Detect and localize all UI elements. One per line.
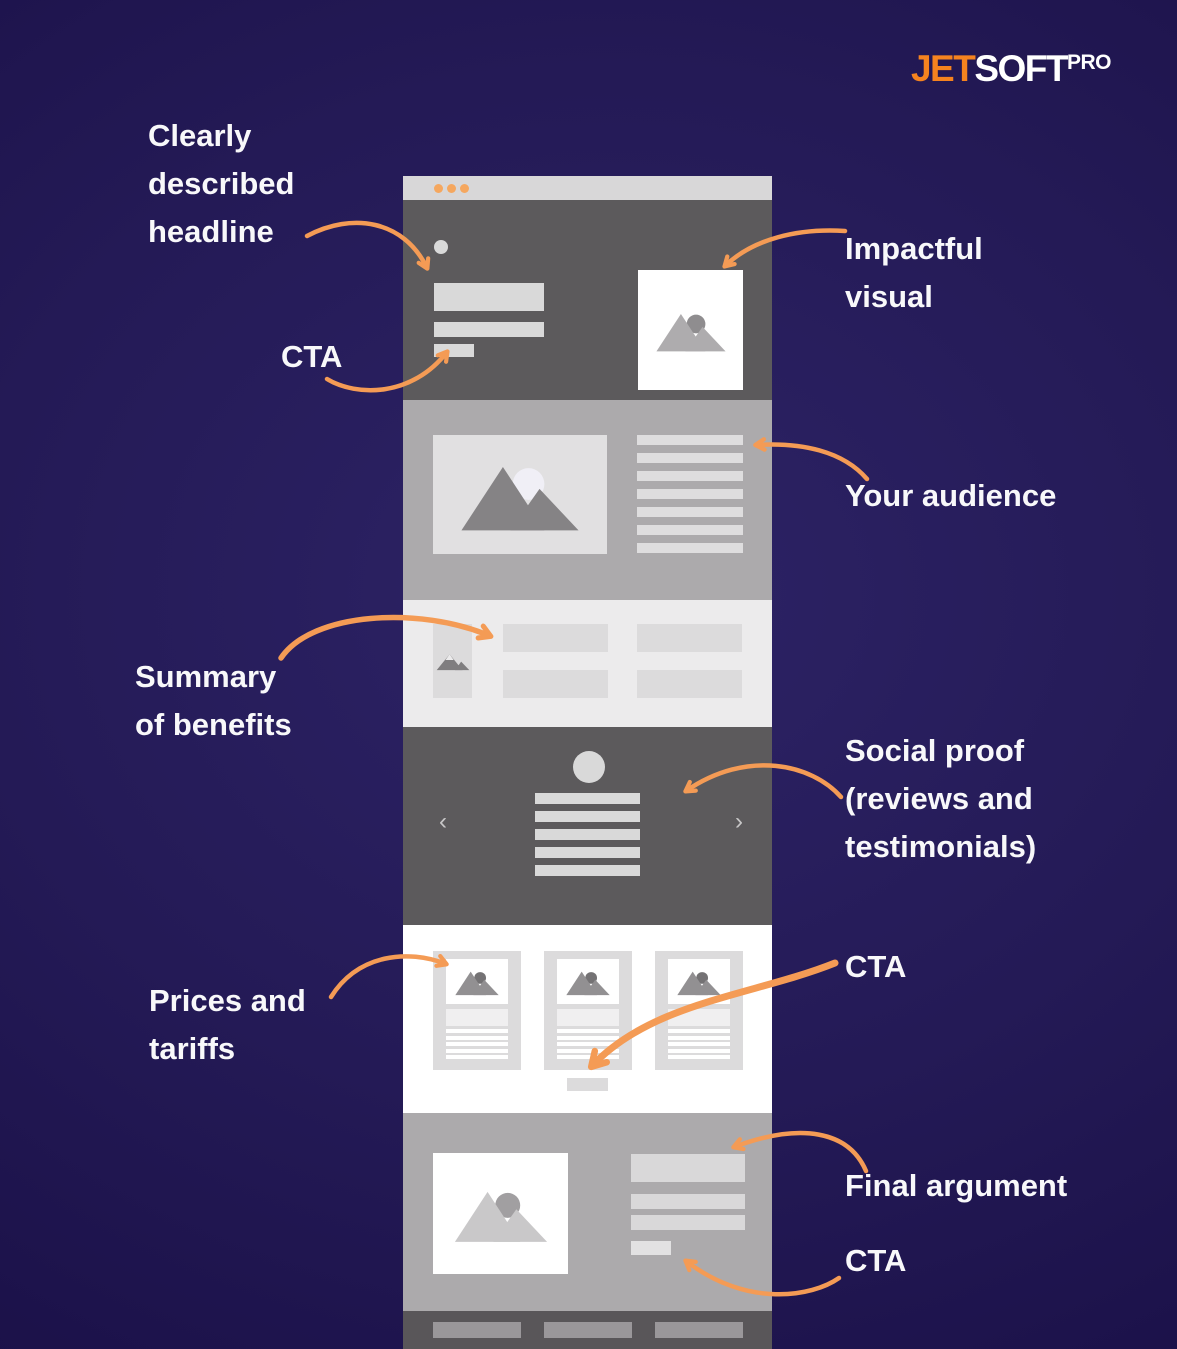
price-block bbox=[446, 1009, 508, 1026]
benefit-text-block bbox=[503, 670, 608, 698]
wireframe-social-proof-section: ‹ › bbox=[403, 727, 772, 925]
wireframe-final-argument-section bbox=[403, 1113, 772, 1311]
feature-line bbox=[557, 1042, 619, 1046]
audience-text-bar bbox=[637, 435, 743, 445]
pricing-card bbox=[544, 951, 632, 1070]
carousel-prev-icon: ‹ bbox=[439, 808, 447, 835]
wireframe-benefits-section bbox=[403, 600, 772, 727]
wireframe-hero-section bbox=[403, 200, 772, 400]
annotation-prices-and-tariffs: Prices and tariffs bbox=[149, 983, 306, 1066]
headline-bar bbox=[434, 283, 544, 311]
final-image-placeholder bbox=[433, 1153, 568, 1274]
benefit-image-placeholder bbox=[433, 624, 472, 698]
mountain-icon bbox=[655, 313, 726, 351]
landing-page-wireframe: ‹ › bbox=[403, 176, 772, 1349]
mountain-icon bbox=[436, 653, 469, 670]
pricing-image-placeholder bbox=[446, 959, 508, 1004]
wireframe-pricing-section bbox=[403, 925, 772, 1113]
price-block bbox=[668, 1009, 730, 1026]
annotation-summary-of-benefits: Summary of benefits bbox=[135, 659, 292, 742]
testimonial-text-bar bbox=[535, 811, 640, 822]
mountain-icon bbox=[566, 971, 610, 995]
feature-line bbox=[668, 1055, 730, 1059]
audience-text-bar bbox=[637, 453, 743, 463]
testimonial-text-bar bbox=[535, 829, 640, 840]
pricing-card bbox=[433, 951, 521, 1070]
feature-line bbox=[557, 1048, 619, 1053]
feature-line bbox=[446, 1055, 508, 1059]
final-cta-button-placeholder bbox=[631, 1241, 671, 1255]
final-text-bar bbox=[631, 1194, 745, 1209]
hero-cta-button-placeholder bbox=[434, 344, 474, 357]
feature-line bbox=[557, 1035, 619, 1040]
audience-image-placeholder bbox=[433, 435, 607, 554]
feature-line bbox=[668, 1029, 730, 1033]
feature-line bbox=[668, 1042, 730, 1046]
price-block bbox=[557, 1009, 619, 1026]
audience-text-bar bbox=[637, 507, 743, 517]
final-text-bar bbox=[631, 1215, 745, 1230]
annotation-final-argument: Final argument bbox=[845, 1168, 1068, 1203]
audience-text-bar bbox=[637, 543, 743, 553]
annotation-impactful-visual: Impactful visual bbox=[845, 231, 983, 314]
audience-text-bar bbox=[637, 471, 743, 481]
pricing-cta-button-placeholder bbox=[567, 1078, 608, 1091]
testimonial-text-bar bbox=[535, 793, 640, 804]
footer-link-bar bbox=[433, 1322, 521, 1338]
wireframe-audience-section bbox=[403, 400, 772, 600]
benefit-text-block bbox=[503, 624, 608, 652]
subheadline-bar bbox=[434, 322, 544, 337]
feature-line bbox=[557, 1055, 619, 1059]
browser-dot-icon bbox=[460, 183, 469, 193]
pricing-image-placeholder bbox=[557, 959, 619, 1004]
annotation-social-proof: Social proof (reviews and testimonials) bbox=[845, 733, 1037, 864]
browser-dot-icon bbox=[434, 183, 443, 193]
logo-soft: SOFT bbox=[974, 48, 1068, 89]
footer-link-bar bbox=[655, 1322, 743, 1338]
feature-line bbox=[446, 1048, 508, 1053]
feature-line bbox=[446, 1029, 508, 1033]
audience-text-bar bbox=[637, 525, 743, 535]
annotation-cta-final: CTA bbox=[845, 1243, 907, 1278]
logo-jet: JET bbox=[910, 48, 976, 89]
wireframe-footer-section bbox=[403, 1311, 772, 1349]
browser-dot-icon bbox=[447, 183, 456, 193]
pricing-image-placeholder bbox=[668, 959, 730, 1004]
feature-line bbox=[446, 1042, 508, 1046]
annotation-clearly-described-headline: Clearly described headline bbox=[148, 118, 295, 249]
annotation-your-audience: Your audience bbox=[845, 478, 1057, 513]
reviewer-avatar-placeholder bbox=[573, 751, 605, 783]
mountain-icon bbox=[454, 1191, 547, 1242]
site-logo-placeholder bbox=[434, 240, 448, 254]
annotation-cta-pricing: CTA bbox=[845, 949, 907, 984]
mountain-icon bbox=[455, 971, 499, 995]
annotation-cta-hero: CTA bbox=[281, 339, 343, 374]
feature-line bbox=[557, 1029, 619, 1033]
testimonial-text-bar bbox=[535, 865, 640, 876]
feature-line bbox=[446, 1035, 508, 1040]
mountain-icon bbox=[677, 971, 721, 995]
footer-link-bar bbox=[544, 1322, 632, 1338]
logo-pro: PRO bbox=[1066, 51, 1112, 74]
final-headline-bar bbox=[631, 1154, 745, 1182]
testimonial-text-bar bbox=[535, 847, 640, 858]
audience-text-bar bbox=[637, 489, 743, 499]
benefit-text-block bbox=[637, 624, 742, 652]
pricing-card bbox=[655, 951, 743, 1070]
wireframe-browser-bar bbox=[403, 176, 772, 200]
mountain-icon bbox=[461, 466, 579, 530]
carousel-next-icon: › bbox=[735, 808, 743, 835]
hero-image-placeholder bbox=[638, 270, 743, 390]
feature-line bbox=[668, 1048, 730, 1053]
benefit-text-block bbox=[637, 670, 742, 698]
feature-line bbox=[668, 1035, 730, 1040]
